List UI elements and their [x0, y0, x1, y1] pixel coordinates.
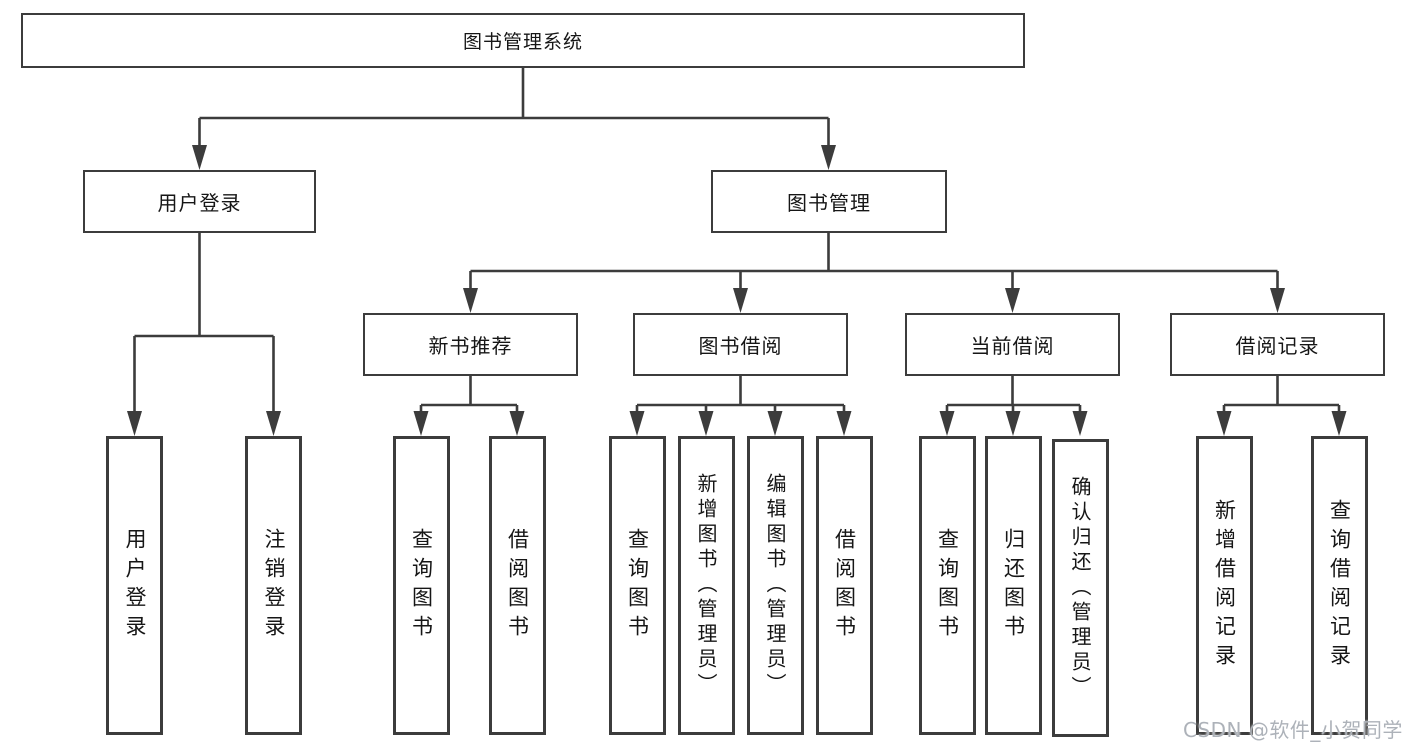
node-user-login: 用户登录	[83, 170, 316, 233]
node-leaf-nbr-borrow-books-label: 借阅图书	[505, 527, 530, 644]
node-leaf-br-add-record-label: 新增借阅记录	[1212, 498, 1237, 673]
node-leaf-bb-query-books: 查询图书	[608, 436, 666, 735]
node-current-borrow: 当前借阅	[905, 313, 1120, 376]
node-leaf-logout-label: 注销登录	[262, 527, 286, 644]
node-leaf-nbr-query-books-label: 查询图书	[409, 527, 434, 644]
connector-user-login-children	[127, 233, 281, 436]
node-borrow-records-label: 借阅记录	[1235, 334, 1320, 358]
node-book-management: 图书管理	[711, 170, 947, 233]
node-leaf-cb-return-books-label: 归还图书	[1001, 527, 1026, 644]
node-new-book-recommend: 新书推荐	[363, 313, 578, 376]
node-current-borrow-label: 当前借阅	[970, 334, 1055, 358]
node-leaf-user-login-label: 用户登录	[123, 527, 147, 644]
connector-book-management-children	[463, 233, 1285, 313]
connector-book-borrow-children	[629, 376, 852, 436]
node-leaf-logout: 注销登录	[245, 436, 302, 735]
connector-root-to-level2	[192, 68, 836, 170]
node-leaf-bb-add-books: 新增图书（管理员）	[677, 436, 735, 735]
node-leaf-cb-query-books: 查询图书	[918, 436, 976, 735]
node-book-management-label: 图书管理	[787, 191, 871, 215]
node-leaf-user-login: 用户登录	[106, 436, 163, 735]
node-root: 图书管理系统	[21, 13, 1025, 68]
node-user-login-label: 用户登录	[157, 191, 242, 215]
node-leaf-bb-add-books-label: 新增图书（管理员）	[694, 473, 718, 698]
node-root-label: 图书管理系统	[462, 31, 583, 53]
node-leaf-br-query-record: 查询借阅记录	[1310, 436, 1368, 735]
node-leaf-cb-confirm-return-label: 确认归还（管理员）	[1068, 475, 1092, 701]
node-leaf-br-query-record-label: 查询借阅记录	[1327, 498, 1352, 673]
csdn-watermark: CSDN @软件_小贺同学	[1183, 718, 1403, 742]
connector-current-borrow-children	[939, 376, 1088, 436]
node-book-borrow: 图书借阅	[633, 313, 848, 376]
node-leaf-cb-return-books: 归还图书	[984, 436, 1042, 735]
connector-borrow-records-children	[1216, 376, 1347, 436]
node-borrow-records: 借阅记录	[1170, 313, 1385, 376]
node-book-borrow-label: 图书借阅	[698, 334, 783, 358]
node-leaf-bb-query-books-label: 查询图书	[625, 527, 650, 644]
node-leaf-nbr-borrow-books: 借阅图书	[488, 436, 546, 735]
node-leaf-bb-edit-books: 编辑图书（管理员）	[746, 436, 804, 735]
node-leaf-bb-borrow-books: 借阅图书	[815, 436, 873, 735]
node-leaf-cb-confirm-return: 确认归还（管理员）	[1051, 439, 1109, 737]
node-leaf-nbr-query-books: 查询图书	[392, 436, 450, 735]
node-new-book-recommend-label: 新书推荐	[428, 334, 513, 358]
node-leaf-cb-query-books-label: 查询图书	[935, 527, 960, 644]
connector-new-book-recommend-children	[413, 376, 525, 436]
node-leaf-bb-edit-books-label: 编辑图书（管理员）	[763, 473, 787, 698]
node-leaf-br-add-record: 新增借阅记录	[1195, 436, 1253, 735]
node-leaf-bb-borrow-books-label: 借阅图书	[832, 527, 857, 644]
